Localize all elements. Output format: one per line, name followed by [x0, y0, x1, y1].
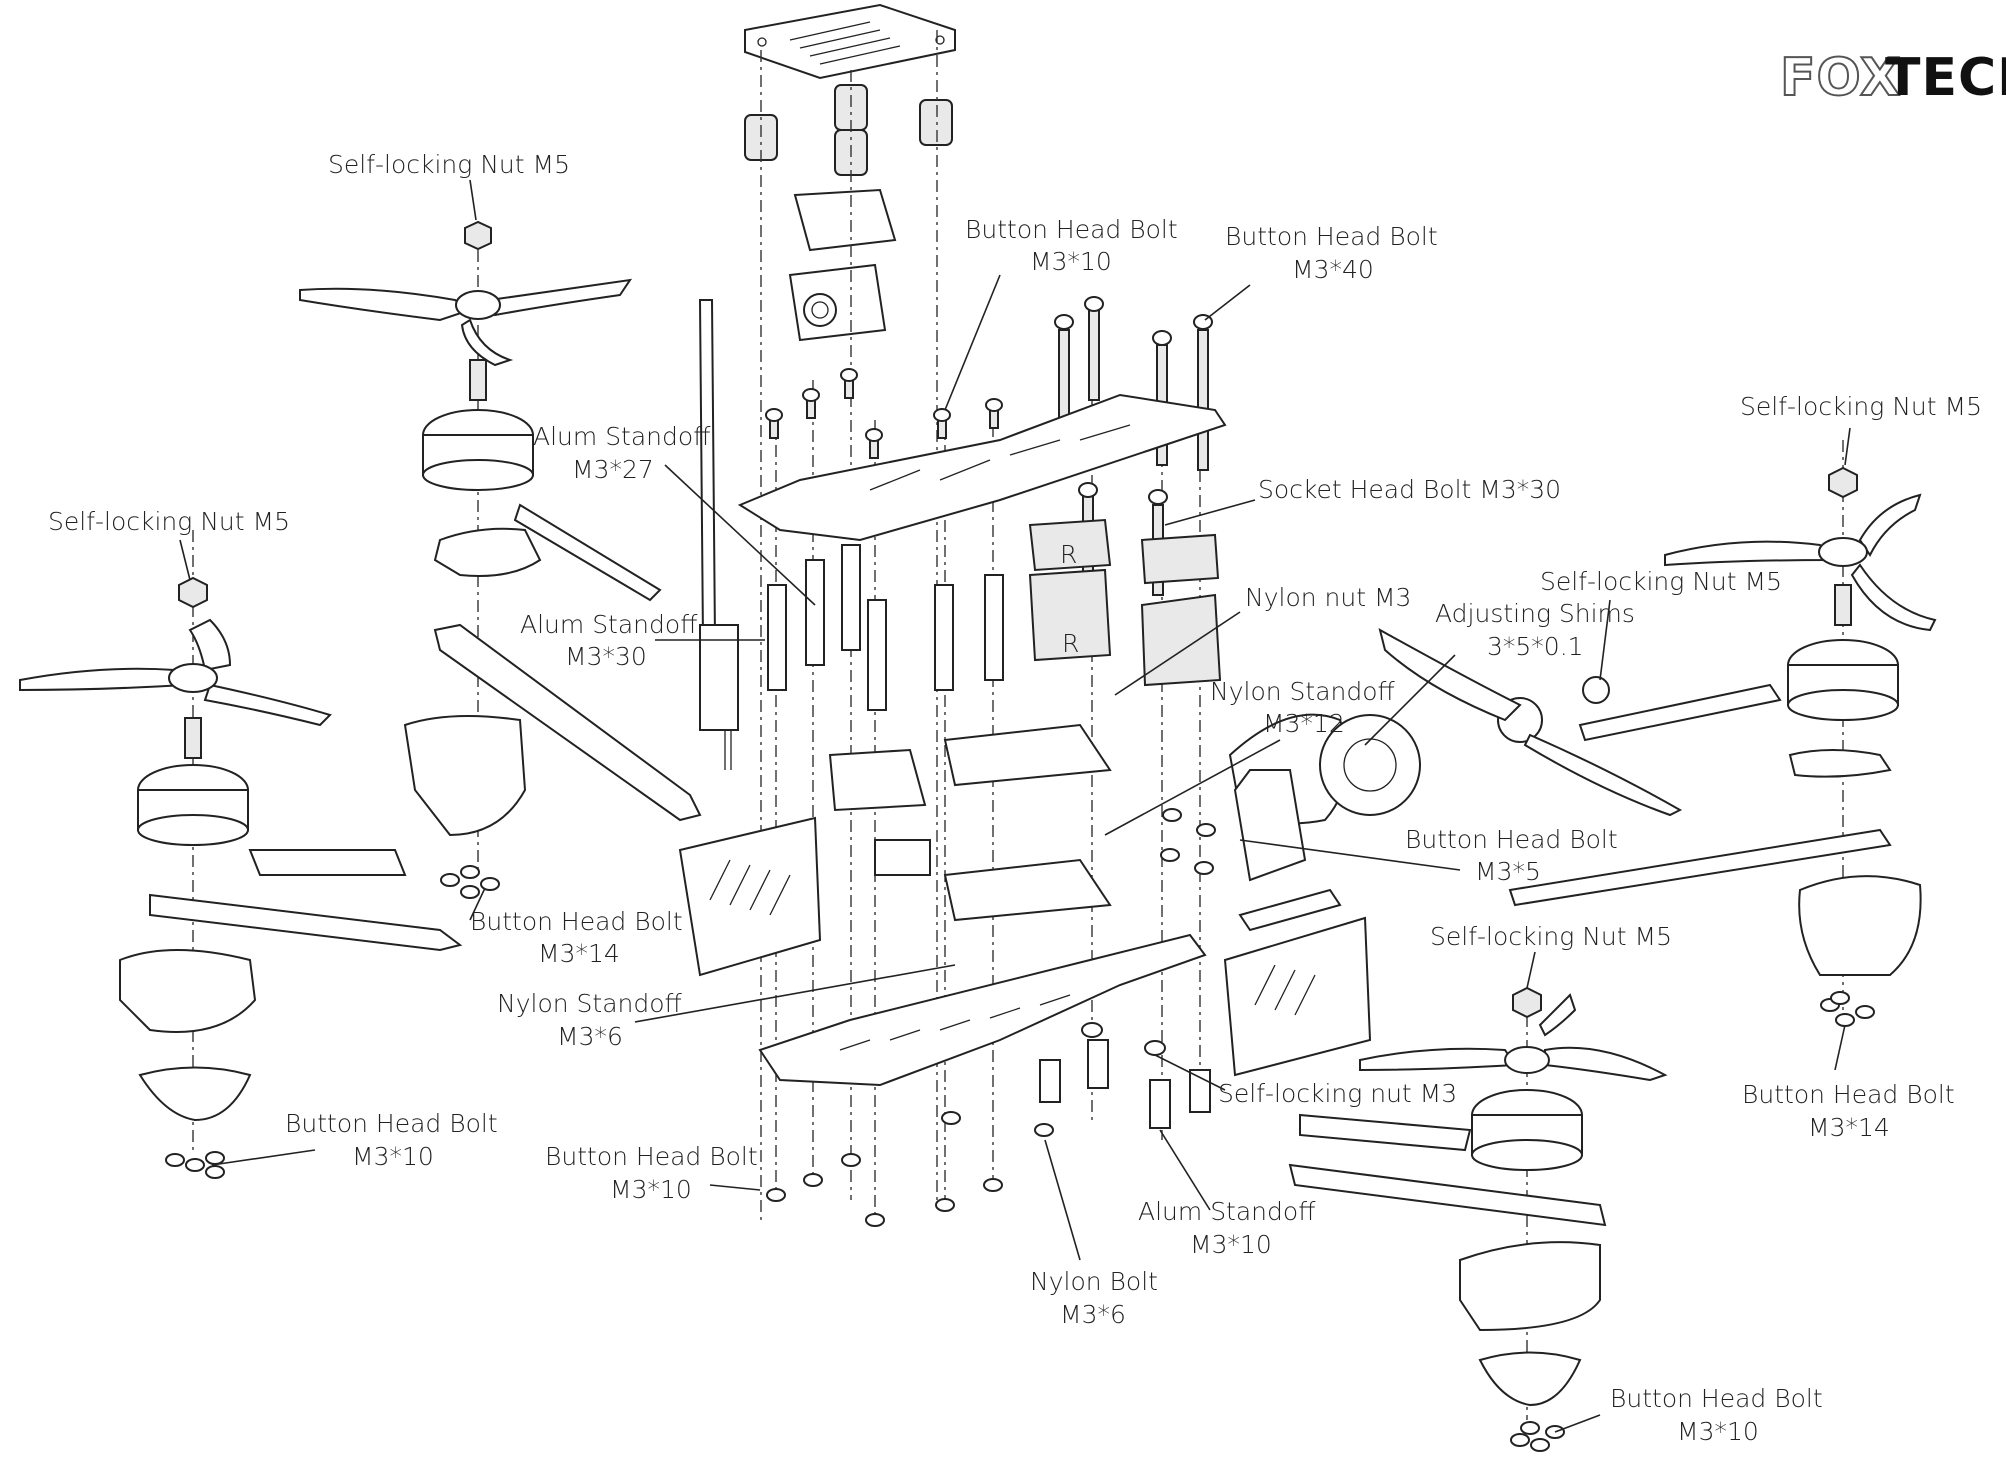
motor-assembly-right-side	[1228, 628, 1683, 932]
r-mark-b: R	[1062, 629, 1079, 658]
label-shims-2: 3*5*0.1	[1487, 632, 1584, 661]
label-nylon12-1: Nylon Standoff	[1210, 677, 1396, 706]
svg-text:FOX: FOX	[1780, 48, 1901, 108]
label-alum27-1: Alum Standoff	[533, 422, 711, 451]
label-bhb14-r-2: M3*14	[1808, 1113, 1890, 1142]
label-bhb10-l-1: Button Head Bolt	[285, 1109, 498, 1138]
leader-lines	[179, 179, 1851, 1433]
label-nylon12-2: M3*12	[1263, 709, 1345, 738]
right-motor-bolts	[1160, 808, 1216, 875]
camera-mount	[788, 188, 897, 342]
foxtech-logo: FOX TECH	[1779, 47, 2006, 109]
motor-assembly-left-upper	[299, 220, 702, 837]
label-alum30-2: M3*30	[565, 642, 647, 671]
aluminum-standoffs	[767, 544, 1004, 711]
motor-mount-bolts-left-upper	[440, 865, 500, 899]
r-mark-a: R	[1060, 540, 1077, 569]
label-nut-m5-d: Self-locking Nut M5	[1540, 567, 1782, 596]
label-bhb-top-b-2: M3*40	[1292, 255, 1374, 284]
label-nut-m5-e: Self-locking Nut M5	[1430, 922, 1672, 951]
label-bhb14-r-1: Button Head Bolt	[1742, 1080, 1955, 1109]
label-bhb14-l-1: Button Head Bolt	[470, 907, 683, 936]
receiver-antenna	[698, 299, 739, 770]
top-camera-plate	[744, 3, 956, 80]
label-alum10-2: M3*10	[1190, 1230, 1272, 1259]
label-bhb-top-a-2: M3*10	[1030, 247, 1112, 276]
bottom-frame-plate	[758, 933, 1207, 1087]
label-alum10-1: Alum Standoff	[1138, 1197, 1316, 1226]
right-upper-bolts	[1820, 991, 1875, 1027]
label-bhb10-c-1: Button Head Bolt	[545, 1142, 758, 1171]
part-labels: Self-locking Nut M5 Self-locking Nut M5 …	[48, 150, 1982, 1446]
bottom-bolts	[766, 1111, 1054, 1227]
frame-guards: R R	[1028, 518, 1222, 687]
label-bhb-top-b-1: Button Head Bolt	[1225, 222, 1438, 251]
label-bhb14-l-2: M3*14	[538, 939, 620, 968]
top-small-bolts	[765, 368, 1003, 459]
motor-assembly-left-lower	[19, 576, 463, 1122]
label-nut-m5-c: Self-locking Nut M5	[1740, 392, 1982, 421]
flight-electronics	[828, 723, 1112, 922]
label-bhb10-c-2: M3*10	[610, 1175, 692, 1204]
label-bhb10-br-2: M3*10	[1677, 1417, 1759, 1446]
label-nylon-nut: Nylon nut M3	[1245, 583, 1411, 612]
label-bhb-top-a-1: Button Head Bolt	[965, 215, 1178, 244]
label-nut-m5-b: Self-locking Nut M5	[48, 507, 290, 536]
label-nut-m5-a: Self-locking Nut M5	[328, 150, 570, 179]
label-socket-bolt: Socket Head Bolt M3*30	[1258, 475, 1561, 504]
svg-text:TECH: TECH	[1885, 48, 2006, 108]
side-plate-right	[1223, 916, 1372, 1077]
label-nylonbolt-2: M3*6	[1060, 1300, 1126, 1329]
label-nut-m3: Self-locking nut M3	[1218, 1079, 1457, 1108]
label-bhb10-br-1: Button Head Bolt	[1610, 1384, 1823, 1413]
label-bhb5-2: M3*5	[1475, 857, 1541, 886]
label-nylonbolt-1: Nylon Bolt	[1030, 1267, 1158, 1296]
label-alum27-2: M3*27	[572, 455, 654, 484]
motor-assembly-right-upper	[1508, 466, 1937, 976]
right-lower-bolts	[1510, 1421, 1565, 1452]
bottom-standoffs	[1039, 1022, 1211, 1129]
vibration-dampers	[744, 84, 953, 176]
top-frame-plate	[737, 393, 1227, 542]
motor-assembly-right-lower	[1288, 986, 1668, 1407]
label-bhb10-l-2: M3*10	[352, 1142, 434, 1171]
label-alum30-1: Alum Standoff	[520, 610, 698, 639]
side-plate-left	[678, 816, 822, 977]
label-bhb5-1: Button Head Bolt	[1405, 825, 1618, 854]
label-shims-1: Adjusting Shims	[1435, 599, 1635, 628]
label-nylon6-2: M3*6	[557, 1022, 623, 1051]
label-nylon6-1: Nylon Standoff	[497, 989, 683, 1018]
